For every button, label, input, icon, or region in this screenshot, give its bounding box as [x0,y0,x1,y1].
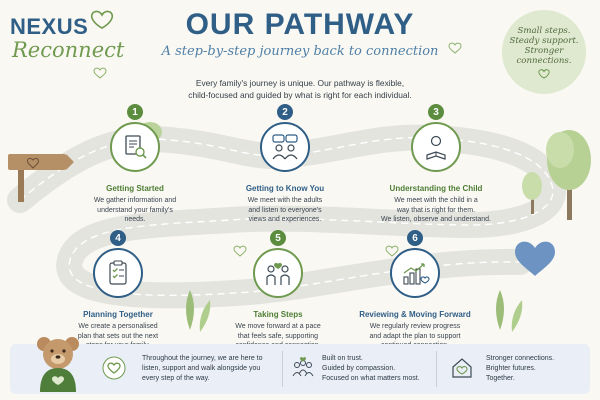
small-heart-icon [538,68,550,79]
conversation-people-icon [272,134,298,160]
step-4: 4 Planning Together We create a personal… [58,230,178,351]
step-number: 6 [407,230,423,246]
step-icon-circle [260,122,310,172]
step-1: 1 Getting Started We gather information … [80,104,190,225]
brand-name: NEXUS [10,14,89,39]
intro-text: Every family's journey is unique. Our pa… [188,78,412,100]
community-icon [292,357,314,377]
step-title: Getting Started [106,184,164,193]
step-description: We gather information and understand you… [93,197,177,224]
blue-heart [515,241,555,276]
step-number: 5 [270,230,286,246]
step-3: 3 Understanding the Child We meet with t… [376,104,496,225]
banner-future-text: Stronger connections. Brighter futures. … [486,355,555,382]
step-icon-circle [253,248,303,298]
step-title: Reviewing & Moving Forward [359,310,471,319]
motto-badge: Small steps. Steady support. Stronger co… [502,10,586,94]
step-title: Understanding the Child [389,184,483,193]
banner-support-text: Throughout the journey, we are here to l… [142,355,263,382]
step-title: Planning Together [83,310,153,319]
step-icon-circle [110,122,160,172]
step-icon-circle [411,122,461,172]
step-5: 5 Taking Steps We move forward at a pace… [218,230,338,351]
brand-heart-icon [90,10,114,29]
growth-chart-heart-icon [403,263,430,285]
brand-tagline: Reconnect [12,38,125,62]
step-number: 3 [428,104,444,120]
banner-values-text: Built on trust. Guided by compassion. Fo… [322,355,420,382]
step-description: We meet with the child in a way that is … [381,197,491,224]
family-heart-icon [266,262,290,285]
banner-divider [436,351,437,387]
trees-right [496,130,591,332]
step-number: 2 [277,104,293,120]
step-icon-circle [390,248,440,298]
home-heart-icon [452,358,472,378]
step-number: 4 [110,230,126,246]
step-6: 6 Reviewing & Moving Forward We regularl… [350,230,480,351]
step-2: 2 Getting to Know You We meet with the a… [230,104,340,225]
child-reading-icon [426,135,446,160]
signpost [8,154,74,202]
document-magnifier-icon [125,135,147,159]
step-icon-circle [93,248,143,298]
teddy-bear [37,337,79,392]
heart-circle-icon [102,356,126,380]
step-number: 1 [127,104,143,120]
page-title: OUR PATHWAY [185,8,415,41]
step-title: Taking Steps [253,310,303,319]
page-subtitle: A step-by-step journey back to connectio… [161,44,439,59]
clipboard-checklist-icon [109,260,127,285]
step-title: Getting to Know You [245,184,325,193]
banner-divider [282,351,283,387]
step-description: We meet with the adults and listen to ev… [247,197,323,224]
